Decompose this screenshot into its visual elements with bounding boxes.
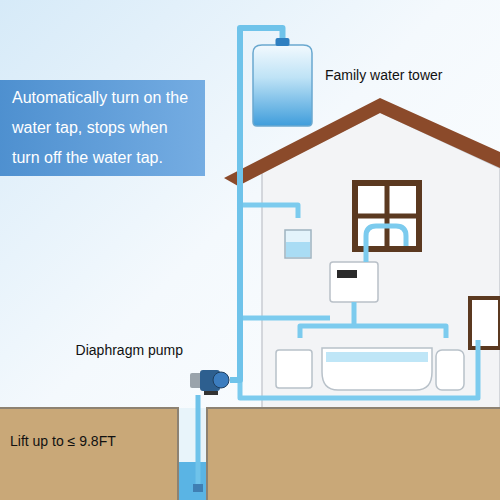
toilet — [436, 350, 464, 390]
heater-outlet-pipe — [300, 302, 446, 338]
well-water — [179, 462, 206, 500]
intake-strainer — [193, 484, 203, 492]
tank-body — [253, 45, 312, 126]
tank-label: Family water tower — [325, 66, 442, 84]
water-glass — [285, 230, 311, 258]
wash-basin — [276, 350, 312, 388]
ground-right — [207, 408, 500, 500]
intake-pipe — [196, 395, 201, 486]
floor-pipe — [240, 340, 478, 398]
pump-label: Diaphragm pump — [76, 341, 183, 359]
message-banner: Automatically turn on the water tap, sto… — [0, 80, 205, 176]
upper-branch-pipe — [240, 205, 298, 218]
ground-left — [0, 408, 178, 500]
bathtub — [322, 348, 432, 390]
lift-height-note: Lift up to ≤ 9.8FT — [10, 432, 116, 450]
shower-pipe — [366, 226, 406, 262]
well-shaft — [178, 408, 207, 500]
diaphragm-pump: Diaphragm pump — [190, 365, 230, 395]
tank-shape — [250, 38, 315, 126]
side-window — [470, 298, 500, 348]
pump-base — [204, 391, 218, 395]
ground-edge — [0, 408, 500, 500]
middle-branch-pipe — [240, 316, 330, 321]
pump-shape — [190, 365, 230, 395]
house-wall — [262, 112, 500, 408]
water-tower-tank: Family water tower — [250, 38, 315, 126]
tank-cap — [276, 38, 290, 46]
heater-display — [337, 270, 357, 278]
bath-water — [326, 352, 428, 362]
label-holder: Lift up to ≤ 9.8FT — [10, 432, 116, 450]
water-heater — [330, 262, 378, 302]
glass-water — [286, 242, 310, 257]
pump-head — [213, 372, 229, 388]
banner-text: Automatically turn on the water tap, sto… — [12, 83, 195, 173]
